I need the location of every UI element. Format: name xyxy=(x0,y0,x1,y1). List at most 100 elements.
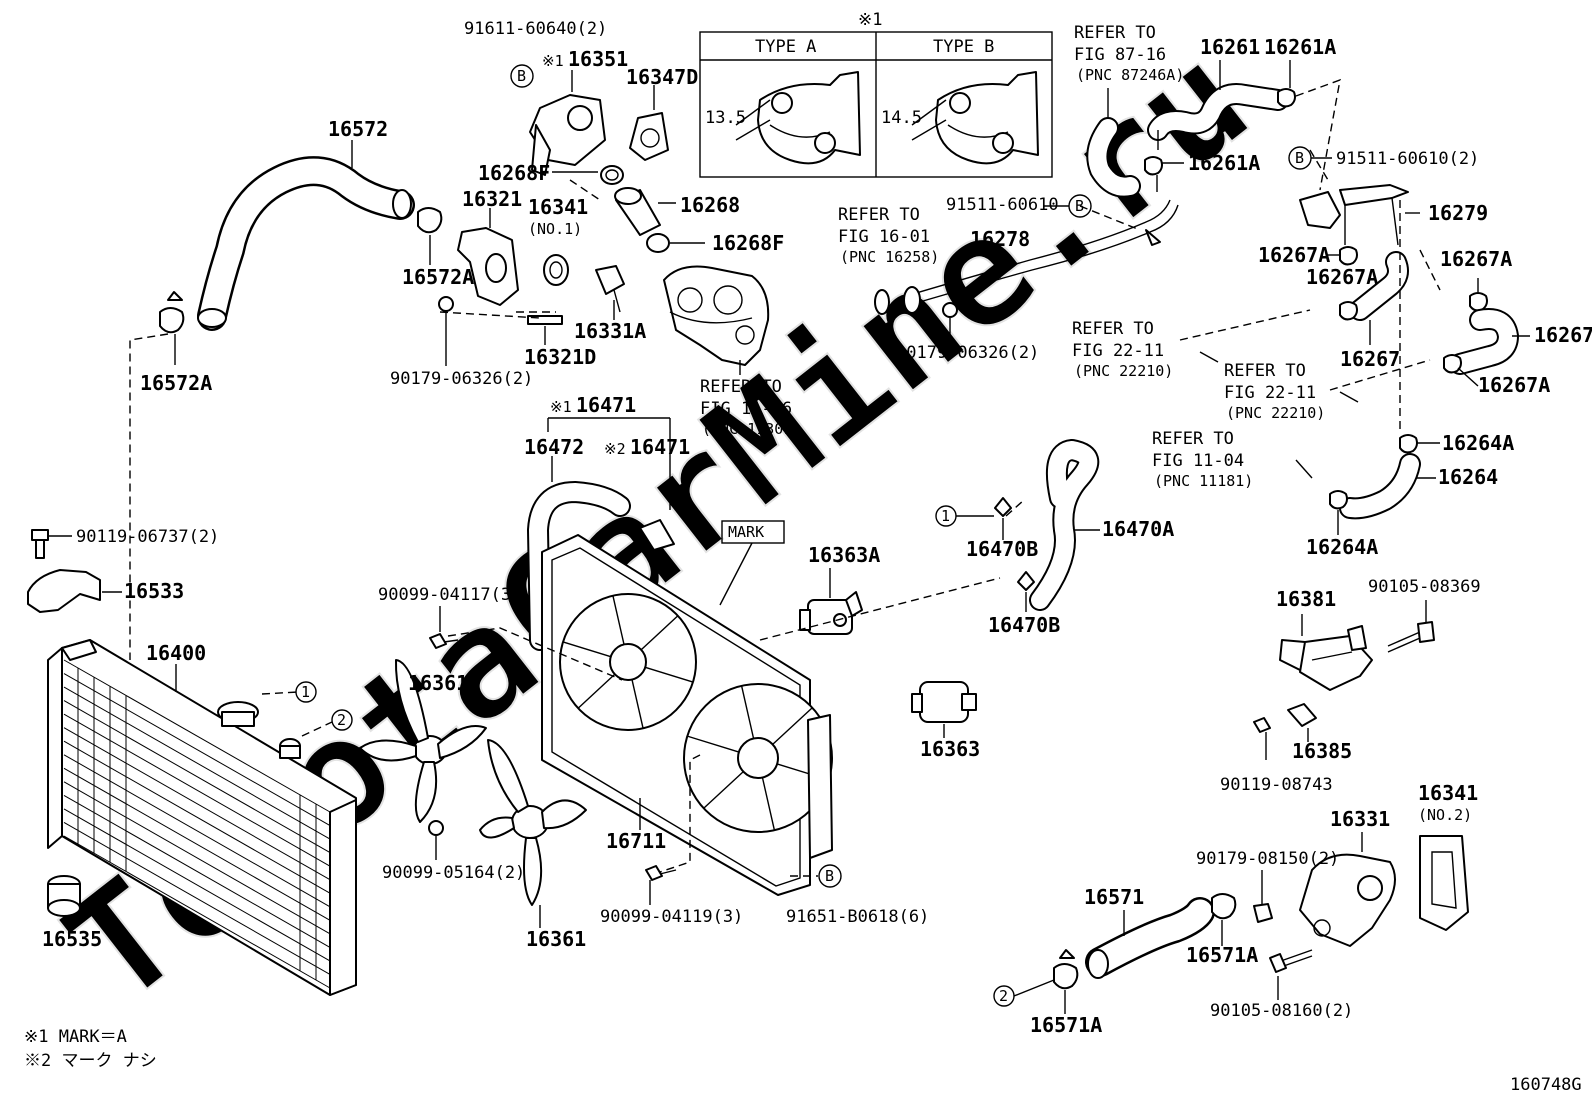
clamp-16470B-upper xyxy=(994,497,1012,540)
label-16711: 16711 xyxy=(606,829,666,853)
bracket-16381 xyxy=(1279,614,1373,691)
label-16470A: 16470A xyxy=(1102,517,1174,541)
bolt-90119-06737 xyxy=(31,529,72,559)
sensor-16385 xyxy=(1287,703,1317,742)
label-16278: 16278 xyxy=(970,227,1030,251)
type-a-dimension: 13.5 xyxy=(705,108,746,128)
label-16267A-upper-left: 16267A xyxy=(1258,243,1330,267)
label-16363: 16363 xyxy=(920,737,980,761)
mark-label: MARK xyxy=(728,523,764,541)
mark-label-box: MARK xyxy=(719,520,785,606)
label-91511-60610-2: 91511-60610(2) xyxy=(1336,149,1479,169)
label-90179-06326-right: 90179-06326(2) xyxy=(896,343,1039,363)
label-16347D: 16347D xyxy=(626,65,698,89)
gasket-ref-1601 xyxy=(874,289,890,315)
cushion-16535 xyxy=(47,875,81,917)
water-pump-housing-ref-1106 xyxy=(663,265,770,375)
label-16471-upper: 16471 xyxy=(576,393,636,417)
ref-2211b-line2: FIG 22-11 xyxy=(1224,383,1316,403)
label-16341-no2-sub: (NO.2) xyxy=(1418,806,1472,824)
label-16533: 16533 xyxy=(124,579,184,603)
label-16571: 16571 xyxy=(1084,885,1144,909)
label-16264: 16264 xyxy=(1438,465,1498,489)
label-16267A-left: 16267A xyxy=(1306,265,1378,289)
label-16321D: 16321D xyxy=(524,345,596,369)
marker-b-16351: B xyxy=(510,64,534,88)
part-labels: 91611-60640(2) ※1 16351 16347D 16572 162… xyxy=(42,19,1592,1037)
label-90119-08743: 90119-08743 xyxy=(1220,775,1333,795)
label-16261A-mid: 16261A xyxy=(1188,151,1260,175)
svg-text:B: B xyxy=(517,67,526,85)
ref-1104-line1: REFER TO xyxy=(1152,429,1234,449)
marker-b-16279: B xyxy=(1288,146,1312,170)
type-b-gasket-drawing: 14.5 xyxy=(881,71,1039,165)
o-ring-16268F-bottom xyxy=(646,233,705,253)
figure-id: 160748G xyxy=(1510,1075,1582,1095)
label-16381: 16381 xyxy=(1276,587,1336,611)
clamp-16267A-upper-left xyxy=(1339,246,1358,266)
label-16268F-top: 16268F xyxy=(478,161,550,185)
gasket-16347D xyxy=(629,85,669,161)
gasket-16341-no2 xyxy=(1419,835,1469,931)
stud-16321D xyxy=(527,315,563,345)
o-ring-16268F-top xyxy=(552,165,624,185)
ref-1106-line2: FIG 11-06 xyxy=(700,399,792,419)
marker-2-16571A: 2 xyxy=(993,979,1055,1007)
marker-1-16470B: 1 xyxy=(935,505,994,527)
svg-text:1: 1 xyxy=(301,683,310,701)
label-16268: 16268 xyxy=(680,193,740,217)
pipe-ref-2211-a xyxy=(1199,351,1219,363)
clamp-16261A-top xyxy=(1277,60,1296,108)
label-16341: 16341 xyxy=(528,195,588,219)
ref-1601-line1: REFER TO xyxy=(838,205,920,225)
label-16321: 16321 xyxy=(462,187,522,211)
ref-1104-line3: (PNC 11181) xyxy=(1154,472,1253,490)
label-16471-lower: 16471 xyxy=(630,435,690,459)
label-16363A: 16363A xyxy=(808,543,880,567)
nut-90179-08150 xyxy=(1253,870,1273,923)
type-a-gasket-drawing: 13.5 xyxy=(705,71,861,165)
fan-shroud-16711 xyxy=(541,534,833,896)
hose-ref-8716 xyxy=(1086,88,1141,198)
bolt-90099-04117 xyxy=(429,606,459,649)
hose-16470A xyxy=(1029,439,1100,611)
lower-hose-16571 xyxy=(1085,897,1215,979)
temp-sensor-16331A xyxy=(595,265,625,320)
label-16470B-upper: 16470B xyxy=(966,537,1038,561)
water-outlet-16321 xyxy=(457,208,519,306)
label-16341-no1: (NO.1) xyxy=(528,220,582,238)
label-16571A-left: 16571A xyxy=(1030,1013,1102,1037)
radiator-outlet xyxy=(279,738,301,759)
label-90179-06326-left: 90179-06326(2) xyxy=(390,369,533,389)
ref-2211a-line2: FIG 22-11 xyxy=(1072,341,1164,361)
ref-8716-line1: REFER TO xyxy=(1074,23,1156,43)
ref-8716-line2: FIG 87-16 xyxy=(1074,45,1166,65)
label-16535: 16535 xyxy=(42,927,102,951)
label-90105-08369: 90105-08369 xyxy=(1368,577,1481,597)
clamp-16261A-mid xyxy=(1144,156,1184,192)
fan-16361 xyxy=(479,739,587,928)
svg-text:B: B xyxy=(1075,197,1084,215)
label-16400: 16400 xyxy=(146,641,206,665)
bolt-90099-04119 xyxy=(645,865,677,905)
clip-16471 xyxy=(639,519,675,551)
bracket-16471 xyxy=(547,417,671,510)
label-16471-ref2: ※2 xyxy=(604,440,626,458)
label-91511-60610: 91511-60610 xyxy=(946,195,1059,215)
nut-90099-05164 xyxy=(428,820,444,860)
label-16264A-bottom: 16264A xyxy=(1306,535,1378,559)
ref-2211b-line1: REFER TO xyxy=(1224,361,1306,381)
clamp-16264A-top xyxy=(1399,434,1440,454)
hose-clamp-16572A-top xyxy=(417,207,443,265)
label-16351: 16351 xyxy=(568,47,628,71)
ref-1106-line1: REFER TO xyxy=(700,377,782,397)
clamp-16267A-right-bottom xyxy=(1443,354,1479,387)
label-16267-right: 16267 xyxy=(1534,323,1592,347)
label-16261A-top: 16261A xyxy=(1264,35,1336,59)
marker-b-91651: B xyxy=(818,864,842,888)
svg-text:2: 2 xyxy=(999,987,1008,1005)
footnote-1: ※1 MARK＝A xyxy=(24,1027,127,1047)
type-b-dimension: 14.5 xyxy=(881,108,922,128)
clamp-16571A-right xyxy=(1211,893,1237,946)
